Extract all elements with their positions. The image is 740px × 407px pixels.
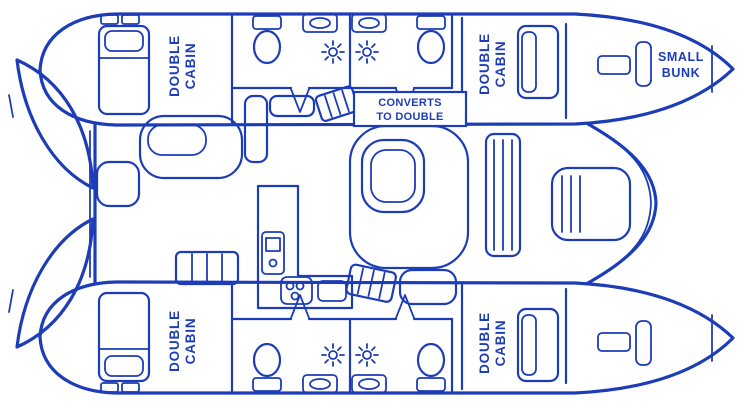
forepeak-bottom [597,314,713,366]
crossbeam-ticks [8,94,14,313]
bow-wing-bottom [15,217,95,349]
companionway-steps-bottom-left [174,250,240,286]
cockpit [484,132,632,258]
cabin-label-line1: DOUBLE [477,312,492,374]
forepeak-small-bunk: SMALL BUNK [597,41,713,93]
cabin-label-line1: DOUBLE [167,35,182,97]
cockpit-table [550,166,632,242]
sink-icon [302,13,338,33]
small-bunk-line1: SMALL [658,50,704,64]
nav-console [243,94,269,164]
sink-icon [302,374,338,394]
sideboard [268,94,316,118]
hull-bottom [38,280,735,395]
pillow [104,30,144,52]
seat [95,160,141,208]
settee [138,114,244,180]
cabin-label-line2: CABIN [183,318,198,365]
small-bunk-line2: BUNK [662,66,701,80]
converts-banner: CONVERTS TO DOUBLE [352,90,468,128]
bow-wing-top [15,58,95,190]
aft-seat [398,268,458,306]
cabin-bottom-right: DOUBLE CABIN [460,283,568,391]
pillow [521,314,537,376]
cabin-bottom-left: DOUBLE CABIN [97,282,234,393]
cabin-label-line2: CABIN [183,43,198,90]
cabin-top-left: DOUBLE CABIN [97,14,234,125]
shower-head-icon [355,40,379,64]
pillow [635,41,652,87]
hull-top [38,12,735,127]
door-swing-icon [290,294,310,319]
small-bunk-label: SMALL BUNK [658,50,704,80]
double-bed [97,24,151,116]
dinette: CONVERTS TO DOUBLE [348,90,470,306]
converts-line2: TO DOUBLE [376,111,443,123]
cabin-label: DOUBLE CABIN [477,33,508,95]
toilet-icon [252,15,282,65]
cabin-label-line2: CABIN [493,320,508,367]
dinette-table [360,138,426,214]
double-bed [97,291,151,383]
galley-sink [317,280,347,302]
sink-icon [351,13,387,33]
bridgedeck [89,122,658,285]
deck-hatch [121,14,140,25]
deck-hatch [121,382,140,393]
cockpit-door-steps [484,132,522,258]
double-bed [516,307,560,383]
pillow [104,355,144,377]
toilet-icon [416,15,446,65]
pillow [635,320,652,366]
cabin-top-right: DOUBLE CABIN [460,16,568,124]
galley [256,184,354,310]
shower-head-icon [321,40,345,64]
bathroom-top-port [230,13,352,113]
sink-icon [351,374,387,394]
companionway-steps-bottom-right [345,263,397,303]
deck-hatch [100,382,119,393]
cabin-label: DOUBLE CABIN [167,310,198,372]
cabin-label-line1: DOUBLE [167,310,182,372]
galley-counter [256,184,354,310]
cabin-label: DOUBLE CABIN [477,312,508,374]
shower-head-icon [355,343,379,367]
door-swing-icon [290,88,310,113]
deck-hatch [597,55,631,75]
shower-head-icon [321,343,345,367]
deck-hatch [597,332,631,352]
pillow [521,31,537,93]
salon-table [147,124,207,156]
cabin-label-line2: CABIN [493,41,508,88]
door-swing-icon [395,294,415,319]
cabin-label-line1: DOUBLE [477,33,492,95]
companionway-steps-top [314,85,360,122]
converts-line1: CONVERTS [378,97,442,109]
deck-hatch [100,14,119,25]
cabin-label: DOUBLE CABIN [167,35,198,97]
bathroom-bottom-starboard [307,294,454,394]
double-bed [516,24,560,100]
toilet-icon [252,342,282,392]
salon [95,94,316,208]
toilet-icon [416,342,446,392]
galley-cabinet [261,231,285,275]
bathroom-bottom-port [230,294,352,394]
